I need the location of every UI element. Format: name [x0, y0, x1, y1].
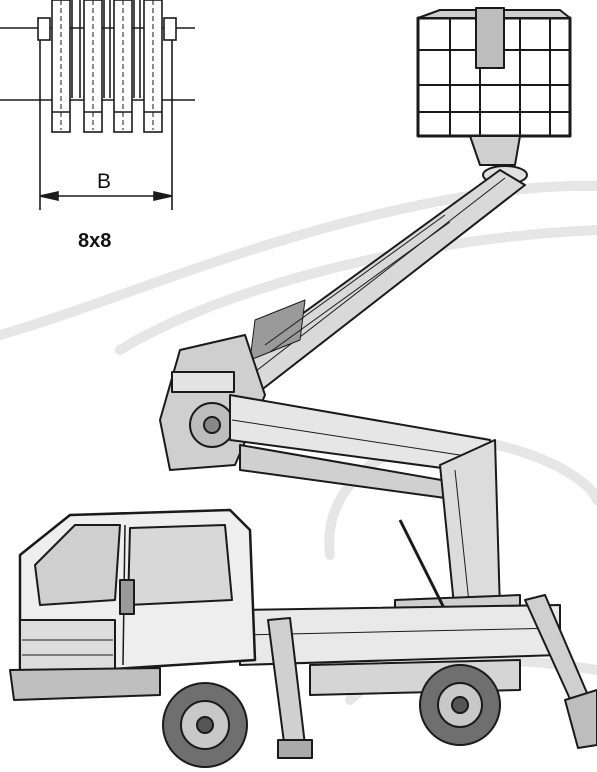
configuration-label: 8x8: [78, 230, 112, 252]
leg-plates: [51, 0, 163, 133]
rear-wheel: [419, 664, 501, 746]
truck-assembly: [9, 7, 597, 768]
column: [394, 439, 521, 629]
dimension-label-b: B: [97, 170, 112, 193]
outrigger-detail: [0, 0, 195, 210]
front-wheel: [162, 682, 248, 768]
truck-cab: [9, 508, 257, 701]
front-outrigger: [267, 617, 313, 759]
rear-outrigger: [524, 594, 597, 749]
work-basket: [416, 7, 572, 185]
